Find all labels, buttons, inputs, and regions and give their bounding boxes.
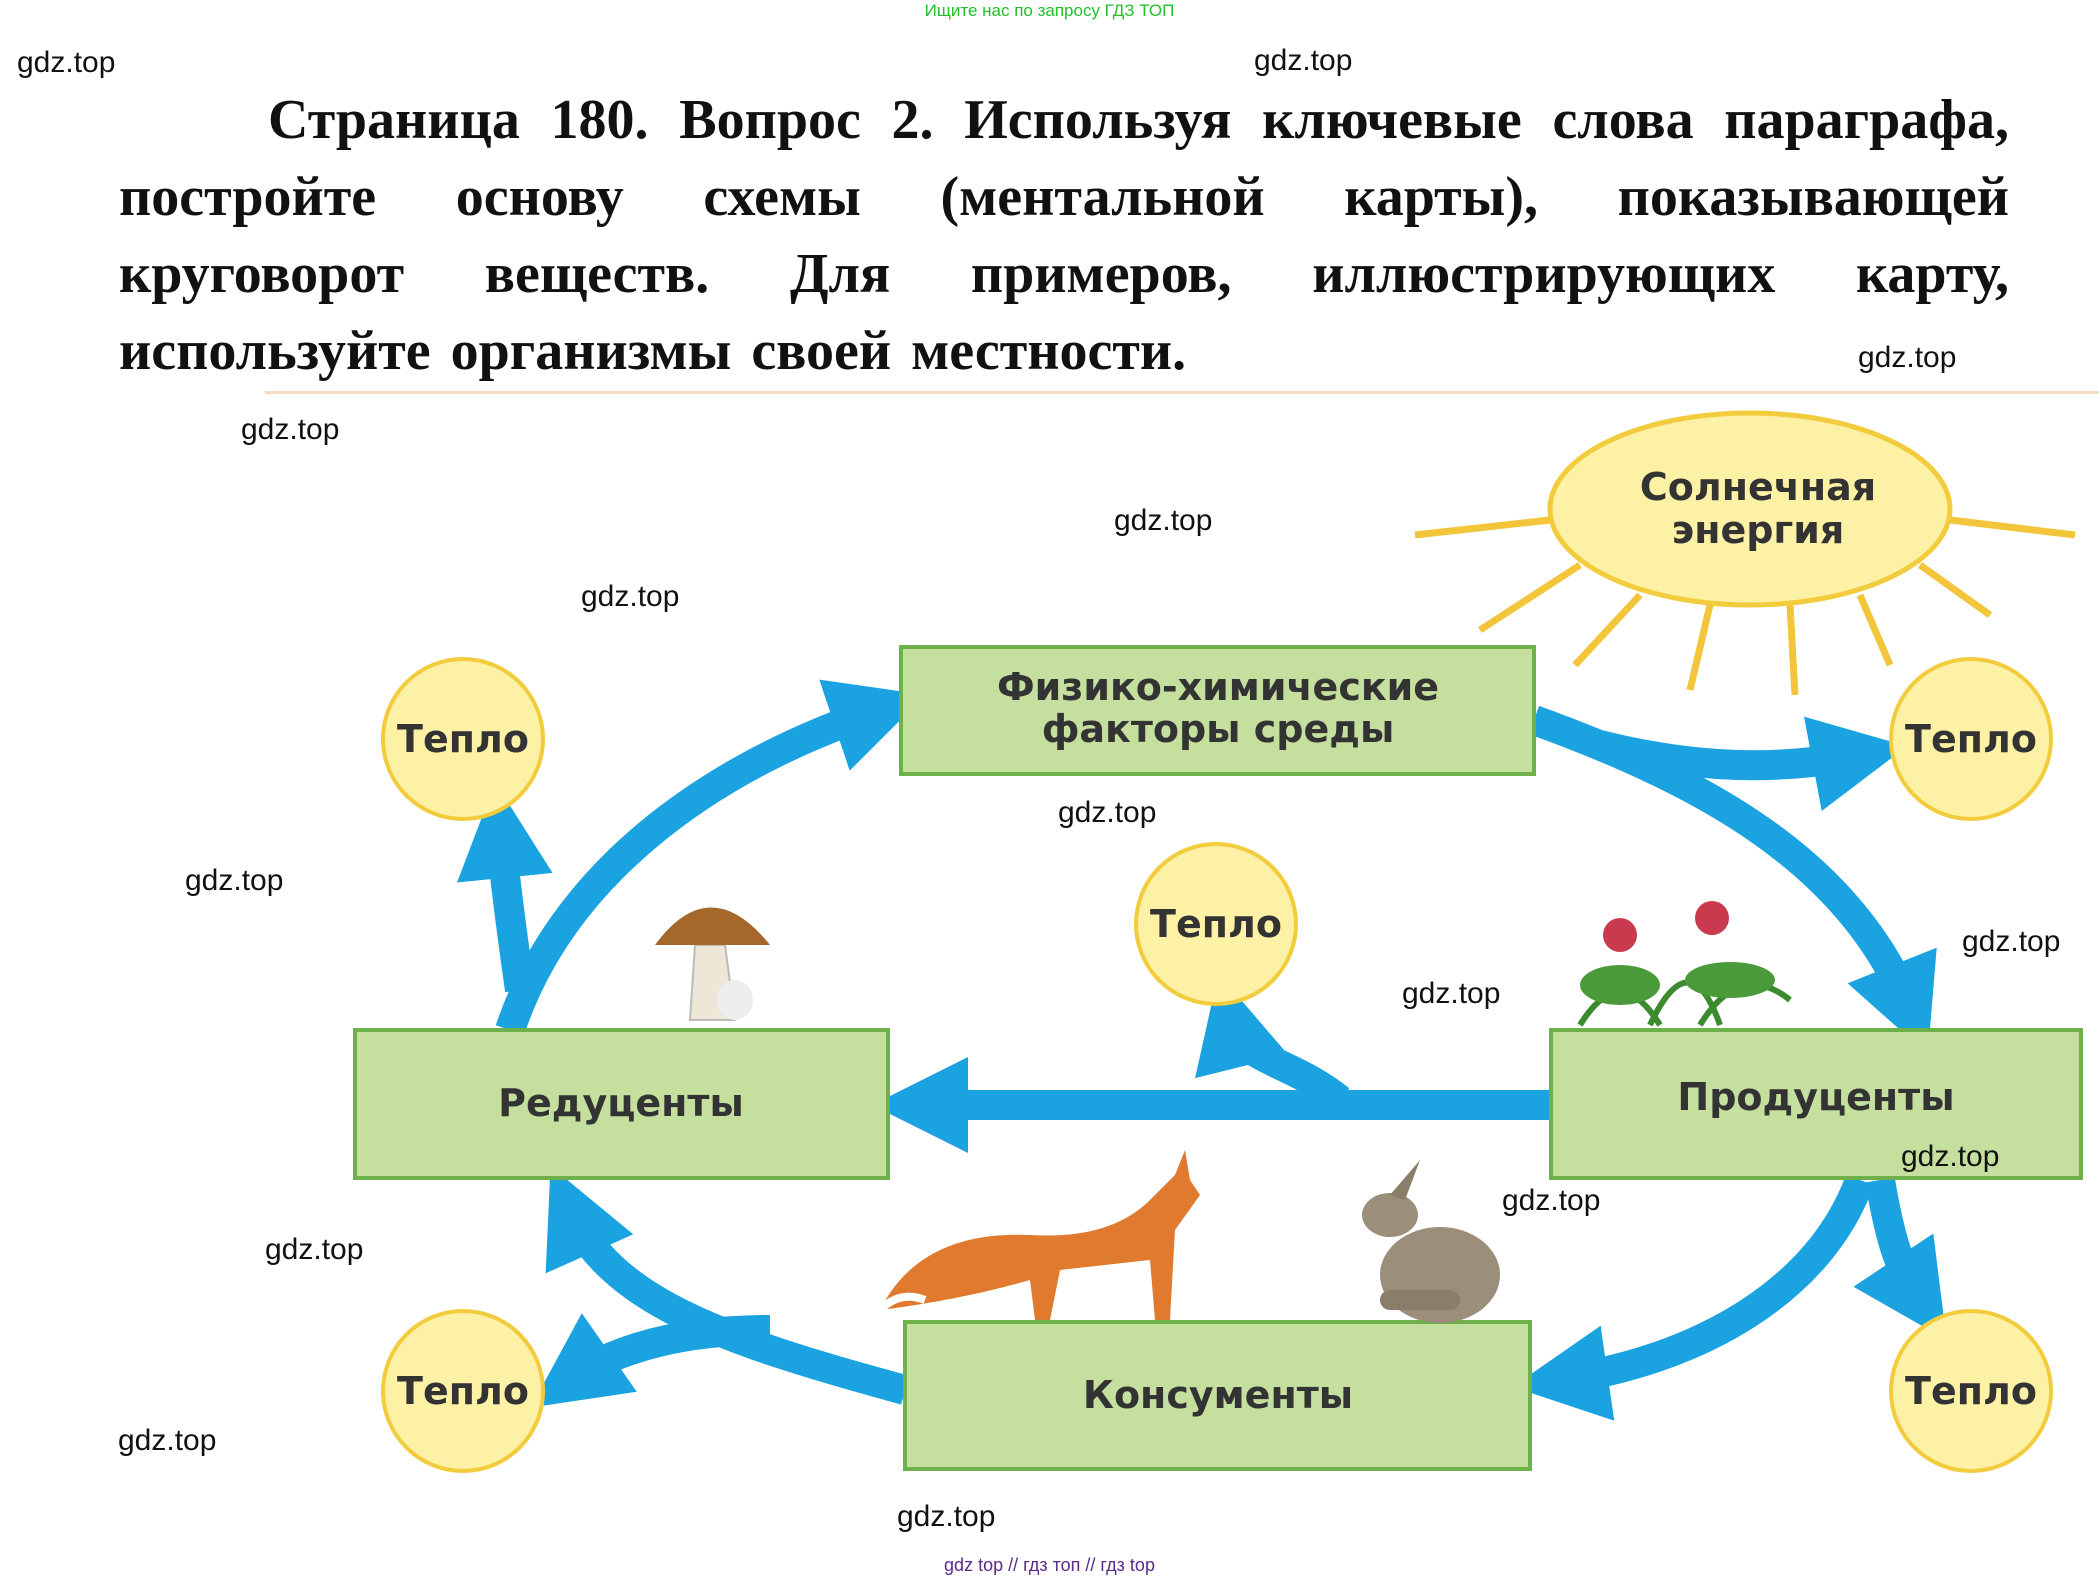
arrow-reducers-to-factors (495, 679, 926, 1035)
mushroom-icon (655, 907, 770, 1021)
arrow-producers-to-heat (1853, 1177, 1947, 1340)
factors-box: Физико-химические факторы среды (899, 645, 1536, 776)
watermark[interactable]: gdz.top (1962, 925, 2061, 958)
svg-text:Тепло: Тепло (397, 717, 529, 761)
arrow-consumers-to-reducers (545, 1166, 909, 1405)
svg-text:Тепло: Тепло (1905, 1369, 2037, 1413)
consumers-label: Консументы (1083, 1373, 1353, 1417)
cycle-arrows (457, 679, 1947, 1421)
arrow-reducers-to-heat (457, 782, 553, 993)
hare-icon (1362, 1160, 1500, 1323)
fox-icon (877, 1150, 1200, 1320)
heat-circle: Тепло (381, 1309, 545, 1473)
sun-icon (1414, 410, 2076, 696)
watermark[interactable]: gdz.top (1058, 796, 1157, 829)
svg-text:Тепло: Тепло (1905, 717, 2037, 761)
footer-links[interactable]: gdz top // гдз топ // гдз top (944, 1555, 1155, 1575)
reducers-box: Редуценты (353, 1028, 890, 1180)
watermark[interactable]: gdz.top (1901, 1140, 2000, 1173)
arrow-consumers-to-heat (530, 1313, 771, 1408)
arrow-to-center-heat (1195, 973, 1350, 1112)
watermark[interactable]: gdz.top (17, 46, 116, 79)
arrow-producers-to-consumers (1512, 1174, 1875, 1421)
search-banner[interactable]: Ищите нас по запросу ГДЗ ТОП (924, 1, 1175, 20)
clover-flowers-icon (1577, 901, 1792, 1027)
svg-text:Тепло: Тепло (397, 1369, 529, 1413)
producers-label: Продуценты (1677, 1075, 1954, 1119)
watermark[interactable]: gdz.top (1858, 341, 1957, 374)
watermark[interactable]: gdz.top (581, 580, 680, 613)
sun-label-line2: энергия (1672, 508, 1845, 552)
sun-label-line1: Солнечная (1640, 465, 1876, 509)
watermark[interactable]: gdz.top (118, 1424, 217, 1457)
producers-box: Продуценты (1549, 1028, 2083, 1180)
watermark[interactable]: gdz.top (1402, 977, 1501, 1010)
watermark[interactable]: gdz.top (185, 864, 284, 897)
reducers-label: Редуценты (498, 1081, 744, 1125)
factors-label-line2: факторы среды (1042, 707, 1395, 751)
watermark[interactable]: gdz.top (241, 413, 340, 446)
divider (265, 391, 2099, 394)
arrow-factors-to-heat (1596, 716, 1908, 812)
heat-circle: Тепло (1134, 842, 1298, 1006)
question-title: Страница 180. Вопрос 2. Используя ключев… (119, 89, 2009, 382)
watermark[interactable]: gdz.top (1502, 1184, 1601, 1217)
svg-text:Тепло: Тепло (1150, 902, 1282, 946)
heat-circle: Тепло (1889, 1309, 2053, 1473)
watermark[interactable]: gdz.top (1254, 44, 1353, 77)
heat-circle: Тепло (1889, 657, 2053, 821)
watermark[interactable]: gdz.top (1114, 504, 1213, 537)
heat-circle: Тепло (381, 657, 545, 821)
consumers-box: Консументы (903, 1320, 1532, 1471)
watermark[interactable]: gdz.top (897, 1500, 996, 1533)
watermark[interactable]: gdz.top (265, 1233, 364, 1266)
factors-label-line1: Физико-химические (997, 665, 1439, 709)
